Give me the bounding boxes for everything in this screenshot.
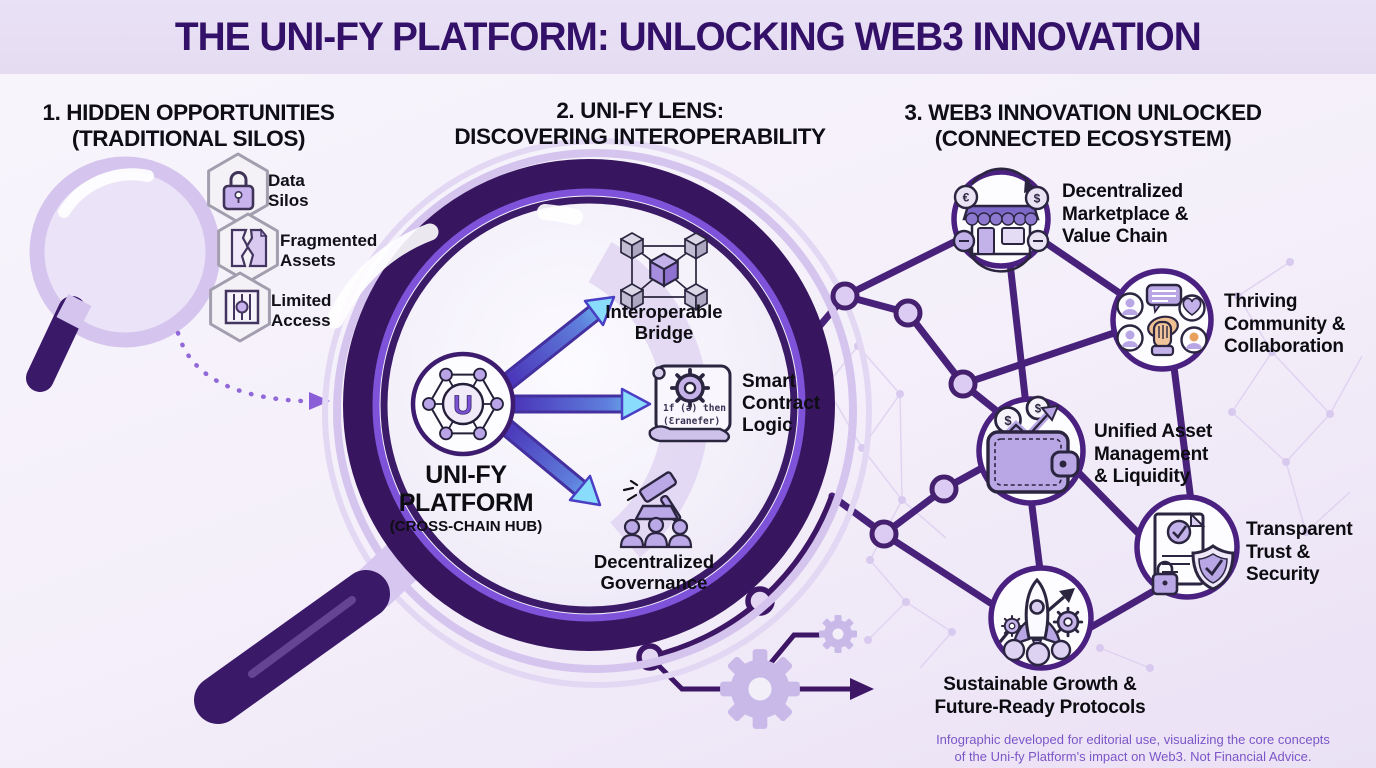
ecosystem-node-growth — [988, 565, 1094, 671]
section-header-silos: 1. HIDDEN OPPORTUNITIES (TRADITIONAL SIL… — [42, 100, 335, 151]
junction-dots — [830, 281, 978, 549]
contract-code-line-2: (Ɛranefer) — [663, 416, 720, 427]
label-asset-management: Unified Asset Management & Liquidity — [1094, 421, 1213, 487]
ecosystem-node-asset: $ $ — [976, 395, 1086, 506]
check-icon — [1205, 559, 1224, 577]
dotted-path-arrow — [175, 330, 330, 410]
hub-name: UNI-FY PLATFORM — [398, 461, 534, 517]
storefront-icon: € $ — [952, 167, 1050, 273]
shield-document-icon — [1151, 511, 1235, 596]
ecosystem-node-marketplace: € $ — [951, 167, 1051, 273]
avatar-icon — [1116, 292, 1208, 354]
arrowhead-contract — [620, 387, 652, 421]
label-decentralized-governance: Decentralized Governance — [593, 551, 715, 593]
hands-together-icon — [1147, 315, 1179, 357]
dollar-coin-glyph: $ — [1004, 413, 1012, 428]
launch-clouds — [1002, 638, 1072, 667]
faded-magnifier-icon — [26, 156, 221, 392]
hub-arrows — [498, 295, 652, 507]
label-limited-access: Limited Access — [271, 291, 332, 330]
silo-hexagons — [207, 152, 279, 343]
page-title: THE UNI-FY PLATFORM: UNLOCKING WEB3 INNO… — [175, 14, 1202, 59]
label-sustainable-growth: Sustainable Growth & Future-Ready Protoc… — [934, 674, 1146, 718]
wallet-growth-icon: $ $ — [986, 395, 1080, 494]
torn-document-icon — [230, 228, 268, 268]
dollar-coin-glyph: $ — [1034, 192, 1041, 206]
heart-icon — [1182, 297, 1202, 316]
title-banner: THE UNI-FY PLATFORM: UNLOCKING WEB3 INNO… — [0, 0, 1376, 74]
check-icon — [1172, 525, 1188, 539]
gear-flow-path — [636, 494, 874, 729]
large-gear-icon — [720, 649, 800, 729]
community-icon — [1116, 283, 1208, 357]
disclaimer-text: Infographic developed for editorial use,… — [936, 732, 1330, 764]
label-data-silos: Data Silos — [268, 171, 309, 210]
dollar-coin-glyph: $ — [1035, 404, 1042, 416]
section-header-ecosystem: 3. WEB3 INNOVATION UNLOCKED (CONNECTED E… — [904, 100, 1262, 151]
small-gear-icon — [819, 615, 857, 653]
ecosystem-node-community — [1110, 268, 1214, 372]
uni-fy-logo-letter: U — [453, 390, 473, 420]
section-header-lens: 2. UNI-FY LENS: DISCOVERING INTEROPERABI… — [454, 98, 826, 149]
label-interoperable-bridge: Interoperable Bridge — [605, 301, 723, 343]
euro-coin-glyph: € — [963, 191, 970, 205]
label-marketplace: Decentralized Marketplace & Value Chain — [1062, 181, 1189, 247]
lock-icon — [222, 171, 255, 211]
flow-arrowhead — [850, 678, 874, 700]
gate-icon — [224, 289, 260, 325]
arrowhead-bridge — [583, 295, 616, 327]
label-fragmented-assets: Fragmented Assets — [280, 231, 378, 270]
label-trust-security: Transparent Trust & Security — [1246, 519, 1353, 585]
ecosystem-node-trust — [1134, 494, 1240, 600]
uni-fy-hub: U — [410, 351, 516, 457]
rocket-icon — [998, 577, 1084, 667]
scroll-gear-icon: 1f (ə) then (Ɛranefer) — [648, 364, 732, 443]
linked-cubes-icon — [620, 232, 708, 311]
hub-subtitle: (CROSS-CHAIN HUB) — [389, 518, 543, 535]
label-smart-contract-logic: Smart Contract Logic — [742, 371, 821, 436]
contract-code-line-1: 1f (ə) then — [663, 403, 726, 414]
network-nodes-icon — [422, 367, 504, 441]
arrowhead-governance — [568, 474, 602, 507]
label-community: Thriving Community & Collaboration — [1224, 291, 1346, 357]
gavel-people-icon — [619, 471, 693, 549]
